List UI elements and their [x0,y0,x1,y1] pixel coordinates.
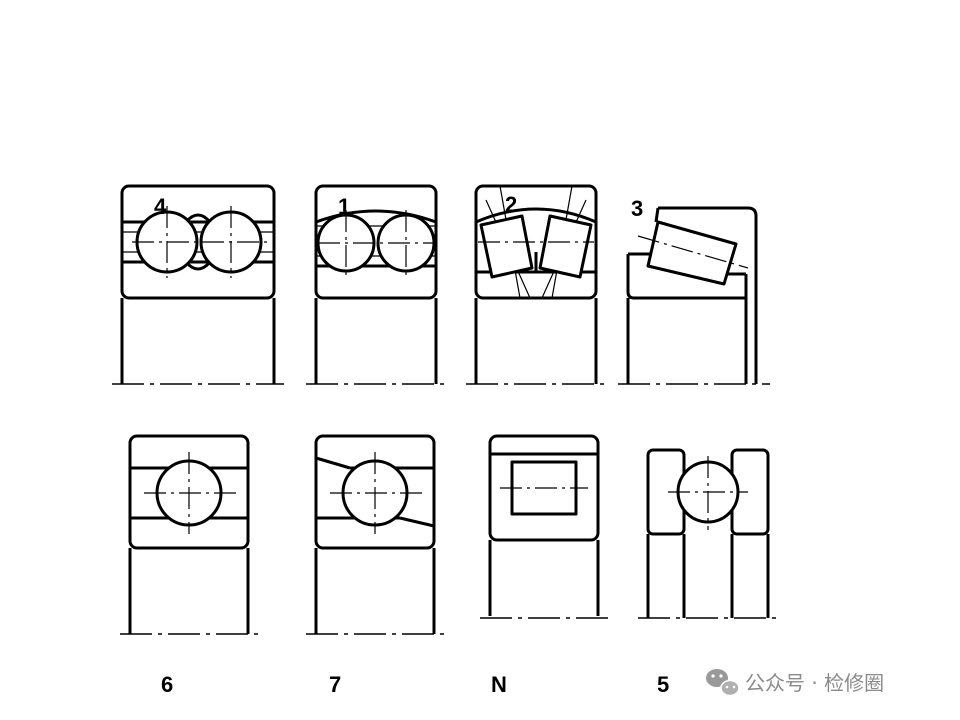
bearing-label-N: N [491,672,507,697]
bearing-label-1: 1 [338,194,350,219]
bearing-7-drawing [306,434,444,635]
bearing-label-6: 6 [161,672,173,697]
bearing-label-3: 3 [631,196,643,221]
bearing-4-drawing [112,184,284,385]
bearing-2-drawing [466,184,606,385]
bearing-label-7: 7 [329,672,341,697]
bearing-5-drawing [638,448,780,619]
bearing-label-4: 4 [154,194,167,219]
watermark-text: 公众号 · 检修圈 [745,671,884,695]
bearing-label-2: 2 [505,192,517,217]
bearing-1-drawing [306,184,446,385]
bearing-3-drawing [618,206,770,385]
wechat-icon [706,669,740,697]
bearing-N-drawing [480,434,612,619]
bearing-label-5: 5 [657,672,669,697]
bearing-6-drawing [120,434,258,635]
